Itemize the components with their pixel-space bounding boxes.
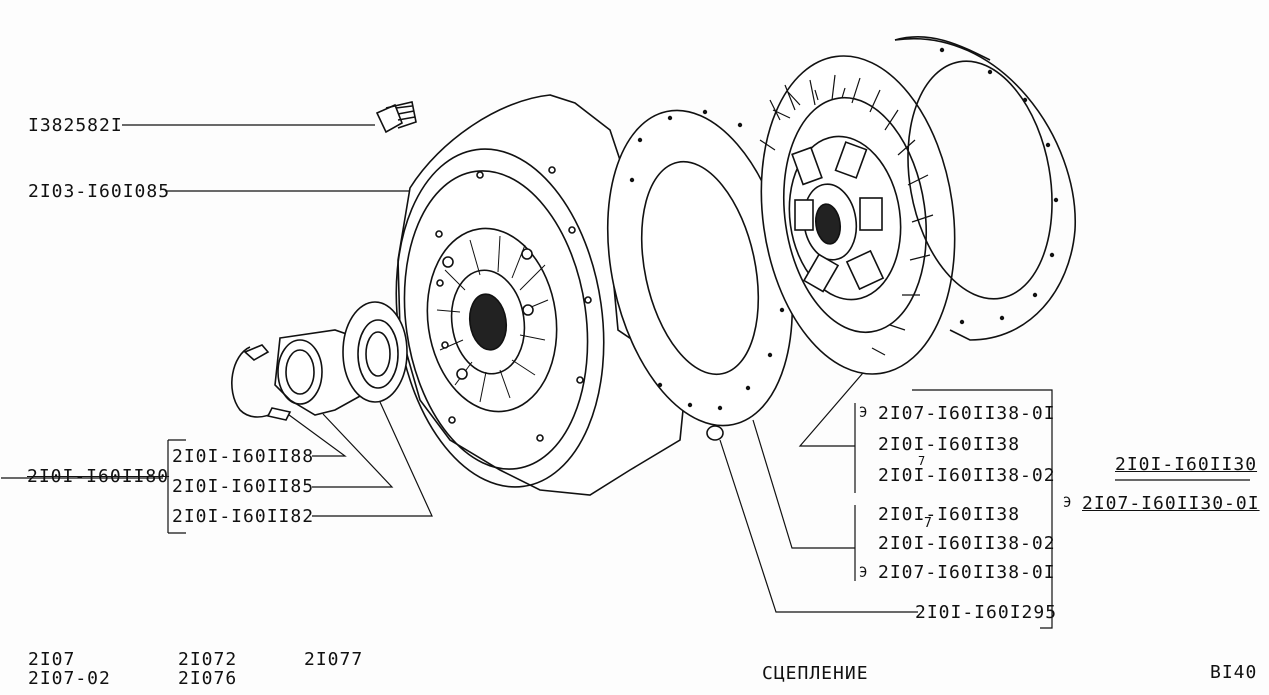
- clutch-disc-drawing: [759, 55, 956, 375]
- handwritten-note-1: 7: [918, 454, 926, 468]
- model-code-3: 2I072: [178, 649, 238, 670]
- disc-2-part-number-c: 2I07-I60II38-0I: [878, 562, 1056, 583]
- disc-1-part-number-b: 2I0I-I60II38: [878, 434, 1021, 455]
- mark-e-1: Э: [859, 405, 868, 421]
- disc-1-part-number-c: 2I0I-I60II38-02: [878, 465, 1056, 486]
- flywheel-ring-drawing: [894, 36, 1076, 341]
- release-bearing-drawing: [231, 301, 408, 421]
- assembly-part-number: 2I0I-I60II30: [1115, 454, 1258, 475]
- page-code: BI40: [1210, 662, 1258, 683]
- bearing-group-part-number: 2I0I-I60II80: [27, 466, 170, 487]
- model-code-1: 2I07: [28, 649, 76, 670]
- mark-e-2: Э: [859, 565, 868, 581]
- model-code-4: 2I076: [178, 668, 238, 689]
- clutch-cover-part-number: 2I03-I60I085: [28, 181, 171, 202]
- disc-2-part-number-b: 2I0I-I60II38-02: [878, 533, 1056, 554]
- page-title: СЦЕПЛЕНИЕ: [762, 663, 869, 684]
- bolt-drawing: [375, 101, 417, 134]
- bearing-part-number-c: 2I0I-I60II82: [172, 506, 315, 527]
- pin-part-number: 2I0I-I60I295: [915, 602, 1058, 623]
- disc-2-part-number-a: 2I0I-I60II38: [878, 504, 1021, 525]
- mark-e-3: Э: [1063, 495, 1072, 511]
- bearing-part-number-a: 2I0I-I60II88: [172, 446, 315, 467]
- leader-lines: [1, 124, 1250, 629]
- disc-1-part-number-a: 2I07-I60II38-0I: [878, 403, 1056, 424]
- model-code-5: 2I077: [304, 649, 364, 670]
- model-code-2: 2I07-02: [28, 668, 111, 689]
- bearing-part-number-b: 2I0I-I60II85: [172, 476, 315, 497]
- assembly-alt-part-number: 2I07-I60II30-0I: [1082, 493, 1260, 514]
- bolt-part-number: I382582I: [28, 115, 123, 136]
- pin-drawing: [706, 425, 724, 441]
- handwritten-note-2: 7: [924, 516, 932, 531]
